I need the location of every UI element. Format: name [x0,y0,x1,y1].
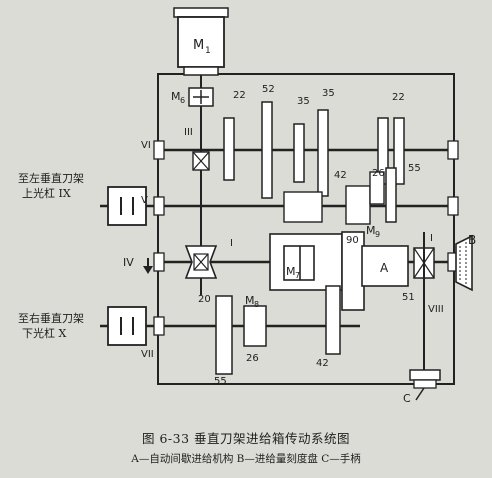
clutch-m8-label: M [245,294,255,307]
left-lower-coupling [107,306,147,346]
gear-52-label: 52 [262,84,275,95]
part-c-label: C [403,392,411,405]
gear-26-top-label: 26 [372,168,385,179]
clutch-m6 [188,87,214,150]
left-upper-label-2: 上光杠 IX [22,186,71,200]
gear-22-right-label: 22 [392,92,405,103]
shaft-viii-label: VIII [428,304,444,315]
clutch-m7-label-sub: 7 [295,271,300,280]
clutch-m6-label: M [171,90,181,103]
worm-gear-20 [184,245,218,279]
gear-tooth-labels: 22 52 35 35 22 42 26 55 90 20 51 26 55 4… [198,84,421,387]
part-a-label: A [380,261,389,275]
clutch-m8-label-sub: 8 [254,300,259,309]
gear-35-left-label: 35 [297,96,310,107]
gear-90-label: 90 [346,235,359,246]
shaft-vi-label: VI [141,140,151,151]
worm-upper [192,151,210,171]
left-lower-label-1: 至右垂直刀架 [18,311,84,325]
gear-42-top-label: 42 [334,170,347,181]
clutch-m7 [269,233,343,291]
gear-55-bottom-label: 55 [214,376,227,387]
gear-55-right-label: 55 [408,163,421,174]
clutch-m9-label-sub: 9 [375,230,380,239]
middle-sleeves [283,171,385,225]
gears-lower-row [215,285,341,375]
shaft-iv-arrow-icon [143,258,153,274]
bearing-blocks [153,140,459,336]
gears-upper-row [223,101,405,223]
gear-42-bottom-label: 42 [316,358,329,369]
shaft-i-label-left: I [230,238,233,249]
motor-m1 [173,7,229,88]
figure-caption: 图 6-33 垂直刀架进给箱传动系统图 [141,431,351,446]
gear-90-block [341,231,409,311]
part-b-label: B [468,233,476,247]
shaft-v-label: V [141,195,148,206]
feed-dial-b [455,234,473,292]
clutch-m9-label: M [366,224,376,237]
gearbox-housing [157,73,455,385]
gear-20-label: 20 [198,294,211,305]
shaft-i-label-right: I [430,233,433,244]
shaft-iv-label: IV [123,256,134,269]
shaft-vii-label: VII [141,349,154,360]
left-lower-label-2: 下光杠 X [22,326,66,340]
figure-legend: A—自动间歇进给机构 B—进给量刻度盘 C—手柄 [131,453,361,465]
shaft-iii-label: III [184,127,193,138]
left-upper-label-1: 至左垂直刀架 [18,171,84,185]
clutch-m7-label: M [286,265,296,278]
gear-51-label: 51 [402,292,415,303]
gear-35-right-label: 35 [322,88,335,99]
motor-label: M [193,38,204,53]
left-upper-coupling [107,186,147,226]
clutch-m6-label-sub: 6 [180,96,185,105]
motor-label-sub: 1 [205,46,211,56]
handle-c [409,369,441,401]
gear-22-top-label: 22 [233,90,246,101]
gear-26-bottom-label: 26 [246,353,259,364]
